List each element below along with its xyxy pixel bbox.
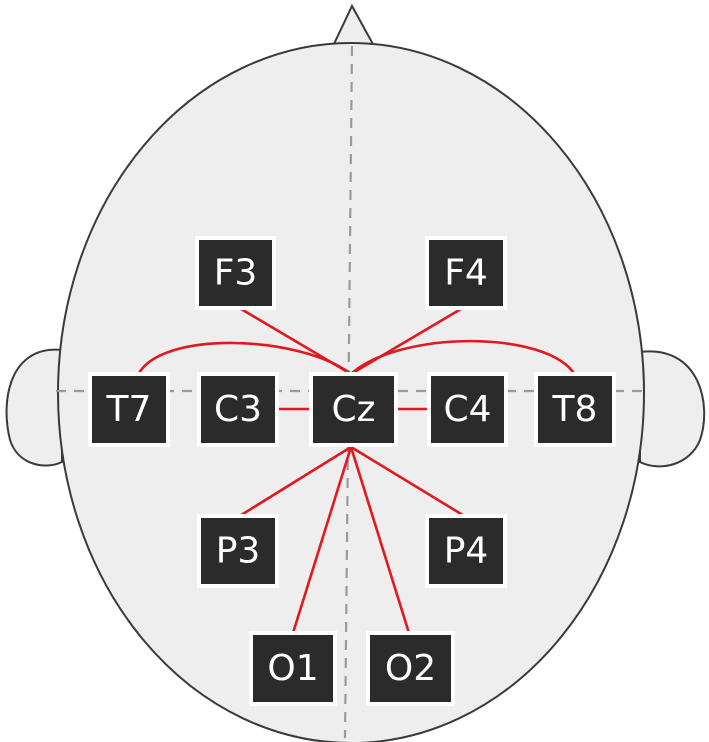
electrode-c4: C4 [427, 372, 508, 447]
electrode-p4-label: P4 [444, 531, 489, 572]
link-cz-t7 [136, 341, 352, 376]
link-cz-t8 [350, 339, 577, 376]
electrode-f4-label: F4 [444, 253, 488, 294]
electrode-f3-label: F3 [214, 253, 258, 294]
electrode-t8: T8 [534, 372, 616, 447]
link-cz-o1 [291, 446, 353, 634]
left-ear [5, 348, 63, 467]
electrode-cz-label: Cz [331, 389, 375, 430]
electrode-cz: Cz [309, 372, 398, 447]
electrode-o2-label: O2 [385, 648, 436, 689]
electrode-f3: F3 [195, 236, 276, 310]
electrode-c3-label: C3 [214, 389, 262, 430]
electrode-p4: P4 [425, 514, 507, 588]
right-ear [639, 350, 706, 468]
link-cz-f4 [350, 304, 467, 376]
electrode-t7: T7 [88, 372, 170, 447]
link-cz-p4 [350, 445, 467, 519]
electrode-o1-label: O1 [267, 648, 318, 689]
electrode-c4-label: C4 [443, 389, 491, 430]
link-cz-p3 [237, 445, 352, 519]
link-cz-o2 [349, 446, 411, 634]
electrode-t7-label: T7 [106, 389, 152, 430]
electrode-t8-label: T8 [552, 389, 598, 430]
electrode-o2: O2 [366, 631, 455, 706]
nose [331, 3, 376, 47]
electrode-p3: P3 [197, 514, 279, 588]
electrode-c3: C3 [197, 372, 279, 447]
electrode-p3-label: P3 [216, 531, 261, 572]
connections [136, 304, 577, 634]
electrode-o1: O1 [249, 631, 337, 706]
electrode-f4: F4 [425, 236, 507, 310]
